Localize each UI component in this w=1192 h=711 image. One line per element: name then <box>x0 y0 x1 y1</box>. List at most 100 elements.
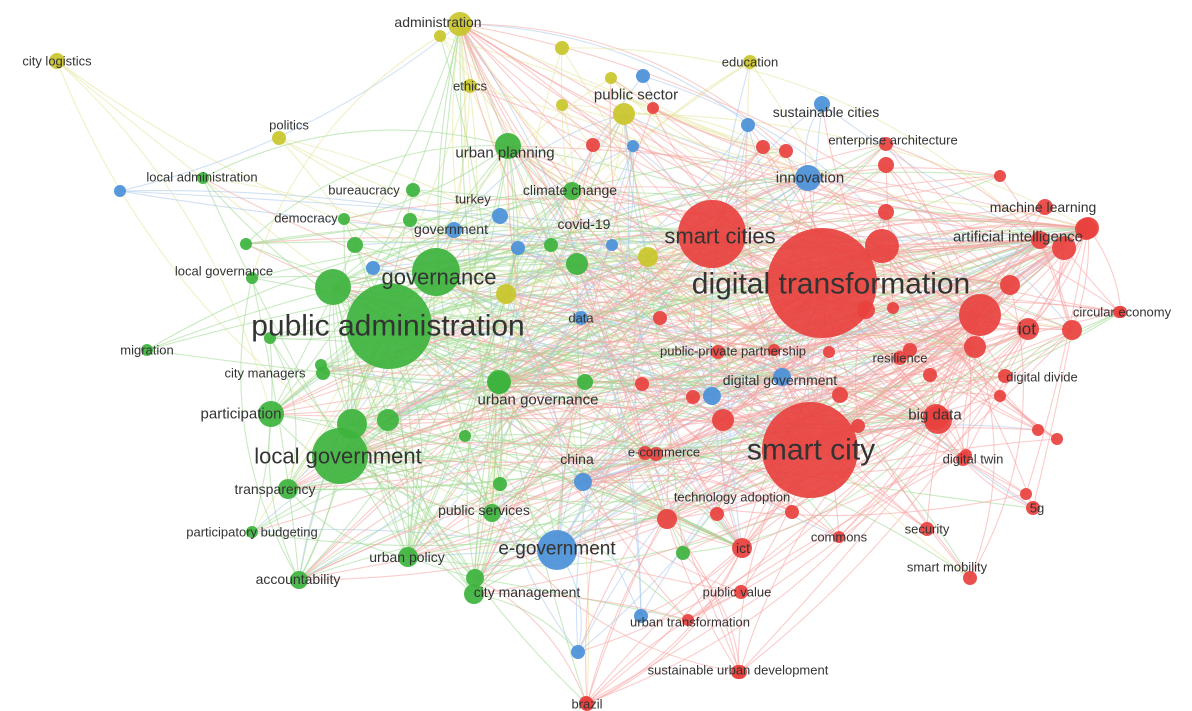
network-node <box>814 96 830 112</box>
network-node <box>114 185 126 197</box>
network-edge <box>711 233 1058 440</box>
network-node <box>613 103 635 125</box>
network-edge <box>387 124 749 421</box>
network-node <box>887 302 899 314</box>
network-node <box>768 344 780 356</box>
node-label-public-services: public services <box>438 502 530 518</box>
network-node <box>434 30 446 42</box>
node-label-public-value: public value <box>703 585 772 600</box>
node-label-sustainable-urban-development: sustainable urban development <box>648 663 829 678</box>
network-edge <box>561 47 1041 241</box>
network-node <box>496 284 516 304</box>
network-node <box>141 344 153 356</box>
network-node <box>544 238 558 252</box>
network-node <box>577 374 593 390</box>
network-edge <box>682 552 741 673</box>
network-node <box>1113 306 1125 318</box>
network-edge <box>507 145 649 258</box>
network-edge <box>251 383 643 533</box>
network-edge <box>507 145 684 554</box>
network-edge <box>1032 329 1073 509</box>
network-node <box>635 377 649 391</box>
node-label-urban-planning: urban planning <box>455 145 554 162</box>
network-node <box>466 569 484 587</box>
network-edge <box>647 256 1027 495</box>
network-node <box>773 368 791 386</box>
network-edge <box>739 328 1029 673</box>
network-node <box>290 571 308 589</box>
network-node <box>366 261 380 275</box>
network-node <box>823 346 835 358</box>
node-label-artificial-intelligence: artificial intelligence <box>953 229 1083 246</box>
network-edge <box>586 591 742 705</box>
network-edge <box>372 255 649 269</box>
node-label-iot: iot <box>1018 320 1036 339</box>
network-node <box>627 140 639 152</box>
network-edge <box>585 547 743 704</box>
network-edge <box>298 483 501 581</box>
network-edge <box>459 23 661 319</box>
node-label-transparency: transparency <box>235 481 316 497</box>
network-edge <box>251 230 713 279</box>
network-edge <box>385 419 409 558</box>
network-edge <box>666 518 739 673</box>
network-node <box>464 584 484 604</box>
network-node <box>579 696 593 710</box>
network-node <box>492 208 508 224</box>
network-node <box>49 53 65 69</box>
network-node <box>1020 488 1032 500</box>
network-node <box>264 332 276 344</box>
network-edge <box>270 175 1001 415</box>
network-edge <box>498 381 724 426</box>
node-label-digital-government: digital government <box>723 372 838 388</box>
node-label-machine-learning: machine learning <box>990 199 1097 215</box>
node-label-ethics: ethics <box>453 79 487 94</box>
network-node <box>832 387 848 403</box>
node-label-commons: commons <box>811 530 868 545</box>
network-edge <box>245 145 509 245</box>
network-node <box>686 390 700 404</box>
network-edge <box>332 256 649 288</box>
network-edge <box>885 164 981 316</box>
node-label-smart-mobility: smart mobility <box>907 560 988 575</box>
network-node <box>711 345 725 359</box>
network-edge <box>623 113 809 179</box>
network-node <box>732 538 752 558</box>
network-edge <box>498 217 1087 384</box>
network-edge <box>1027 228 1087 330</box>
network-edge <box>251 35 441 279</box>
network-edge <box>659 317 939 421</box>
network-edge <box>387 247 519 421</box>
node-label-sustainable-cities: sustainable cities <box>773 104 880 120</box>
network-edge <box>641 383 743 549</box>
network-edge <box>505 293 642 617</box>
network-edge <box>354 240 613 246</box>
network-node <box>493 477 507 491</box>
network-node <box>634 609 648 623</box>
network-node <box>712 409 734 431</box>
network-edge <box>202 177 507 295</box>
network-edge <box>839 328 1029 396</box>
network-node <box>1026 501 1040 515</box>
network-edge <box>473 593 579 653</box>
network-edge <box>722 394 841 421</box>
node-label-education: education <box>722 55 778 70</box>
network-node <box>606 239 618 251</box>
network-edge <box>881 239 1041 247</box>
network-edge <box>647 256 939 421</box>
network-node <box>733 665 747 679</box>
node-label-bureaucracy: bureaucracy <box>328 183 400 198</box>
node-label-governance: governance <box>382 265 497 290</box>
network-edge <box>499 483 579 653</box>
network-node <box>964 336 986 358</box>
network-node <box>795 165 821 191</box>
node-label-circular-economy: circular economy <box>1073 305 1172 320</box>
network-node <box>756 140 770 154</box>
network-edge <box>999 175 1073 331</box>
network-node <box>403 213 417 227</box>
network-edge <box>298 449 811 581</box>
network-node <box>566 253 588 275</box>
network-edge <box>652 107 787 152</box>
network-edge <box>269 337 297 490</box>
network-edge <box>270 23 461 415</box>
